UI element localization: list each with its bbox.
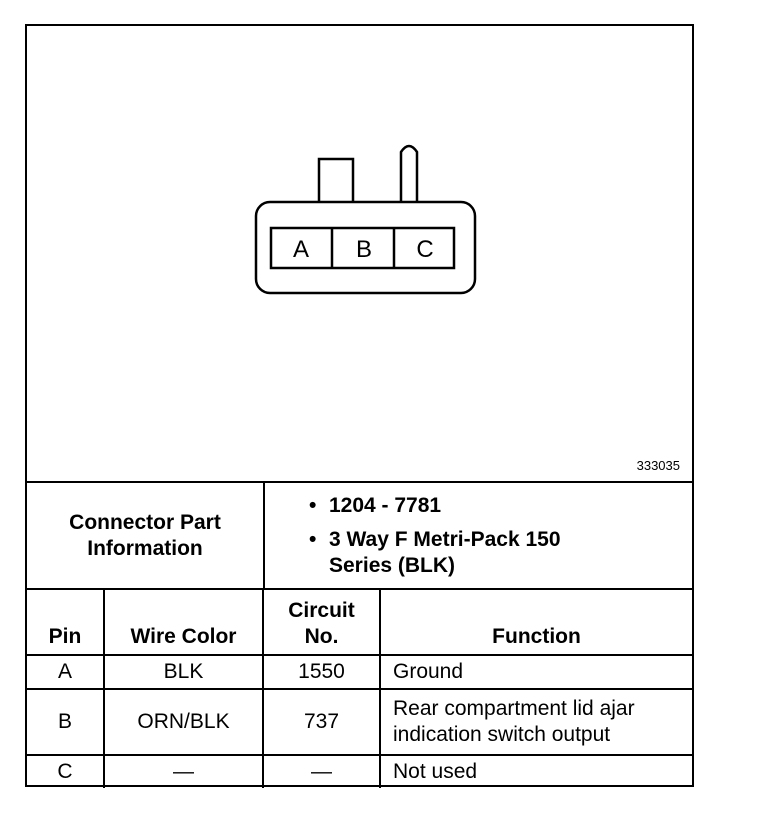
connector-description: 3 Way F Metri-Pack 150 Series (BLK) — [329, 528, 561, 577]
cell-circuit: 737 — [262, 688, 381, 756]
header-pin: Pin — [27, 590, 105, 656]
header-circuit-line: Circuit — [288, 599, 355, 622]
cell-function: Not used — [379, 754, 692, 788]
pin-table: Pin Wire Color Circuit No. Function A BL… — [27, 590, 692, 788]
header-wire-color: Wire Color — [103, 590, 264, 656]
figure-number: 333035 — [636, 458, 680, 473]
pin-table-header: Pin Wire Color Circuit No. Function — [27, 590, 692, 656]
table-row: A BLK 1550 Ground — [27, 654, 692, 690]
cell-circuit: — — [262, 754, 381, 788]
part-number: 1204 - 7781 — [329, 494, 442, 517]
connector-diagram-area: A B C 333035 — [27, 26, 692, 483]
connector-latch-tab — [317, 157, 355, 206]
connector-part-info-list: • 1204 - 7781 • 3 Way F Metri-Pack 150 S… — [265, 493, 692, 587]
connector-part-info-row: Connector Part Information • 1204 - 7781… — [27, 483, 692, 590]
cell-pin: B — [27, 688, 105, 756]
label-line: Information — [87, 536, 203, 560]
label-line: Connector Part — [69, 510, 221, 534]
connector-key-post — [399, 144, 419, 204]
cell-function: Ground — [379, 654, 692, 690]
connector-info-item: • 3 Way F Metri-Pack 150 Series (BLK) — [265, 527, 692, 579]
pin-label-a: A — [293, 236, 309, 263]
header-circuit-line: No. — [304, 625, 339, 648]
header-circuit-no: Circuit No. — [262, 590, 381, 656]
cell-pin: C — [27, 754, 105, 788]
connector-info-item: • 1204 - 7781 — [265, 493, 692, 519]
cell-function: Rear compartment lid ajar indication swi… — [379, 688, 692, 756]
cell-pin: A — [27, 654, 105, 690]
header-function: Function — [379, 590, 692, 656]
bullet: • — [309, 528, 317, 551]
connector-part-info-label: Connector Part Information — [27, 483, 265, 588]
pin-cavity — [269, 226, 456, 270]
cell-wire-color: ORN/BLK — [103, 688, 264, 756]
cell-wire-color: — — [103, 754, 264, 788]
connector-drawing: A B C — [254, 144, 477, 295]
pin-label-c: C — [416, 236, 433, 263]
table-row: C — — Not used — [27, 754, 692, 788]
cell-circuit: 1550 — [262, 654, 381, 690]
table-row: B ORN/BLK 737 Rear compartment lid ajar … — [27, 688, 692, 756]
cell-wire-color: BLK — [103, 654, 264, 690]
connector-diagram-frame: A B C 333035 Connector Part Information … — [25, 24, 694, 788]
bullet: • — [309, 494, 317, 517]
pin-label-b: B — [356, 236, 372, 263]
